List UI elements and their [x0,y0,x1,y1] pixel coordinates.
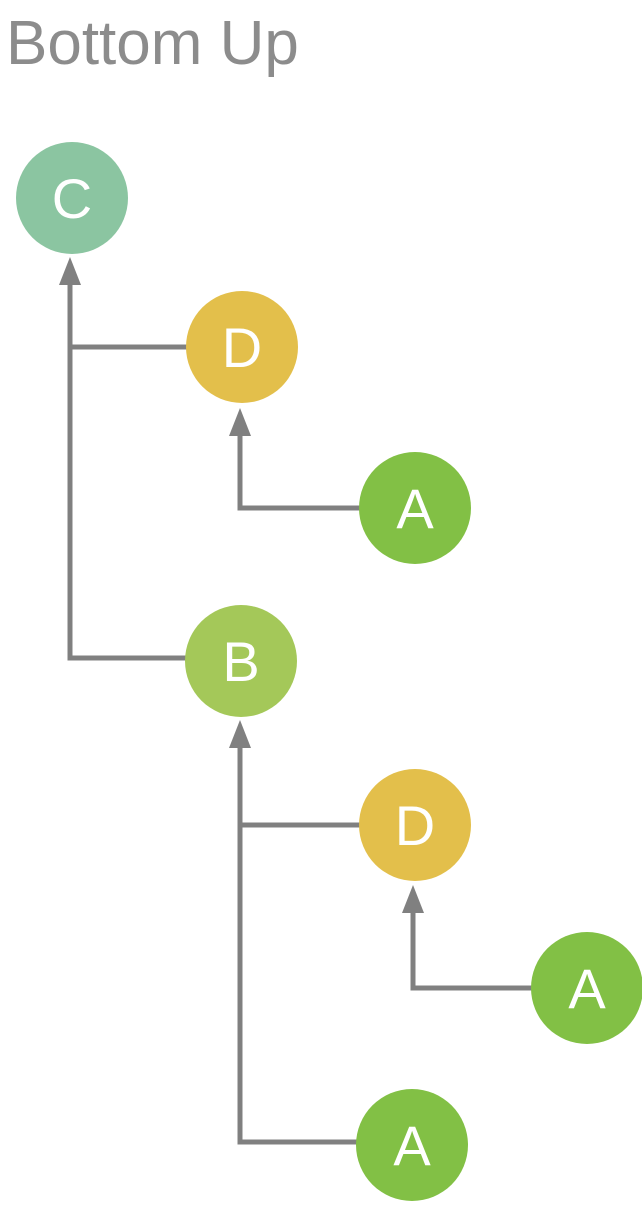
arrow-up-into-c-icon [59,257,81,285]
node-a1: A [359,452,471,564]
page-title: Bottom Up [6,9,299,78]
node-b: B [185,605,297,717]
edge-group-c-children [59,257,187,661]
edge-a3-to-b-line [237,733,358,1145]
node-a3: A [356,1089,468,1201]
edge-a1-to-d1-line [237,421,360,511]
edge-a2-to-d2-line [410,898,532,991]
edge-group-b-children [229,720,360,1145]
node-d1: D [186,291,298,403]
arrow-up-into-d1-icon [229,408,251,436]
node-a2: A [531,932,642,1044]
arrow-up-into-d2-icon [402,885,424,913]
arrow-up-into-b-icon [229,720,251,748]
edge-b-to-c-line [67,272,187,661]
node-c: C [16,142,128,254]
edge-group-a2-d2 [402,885,532,991]
node-d2: D [359,769,471,881]
edge-group-a1-d1 [229,408,360,511]
